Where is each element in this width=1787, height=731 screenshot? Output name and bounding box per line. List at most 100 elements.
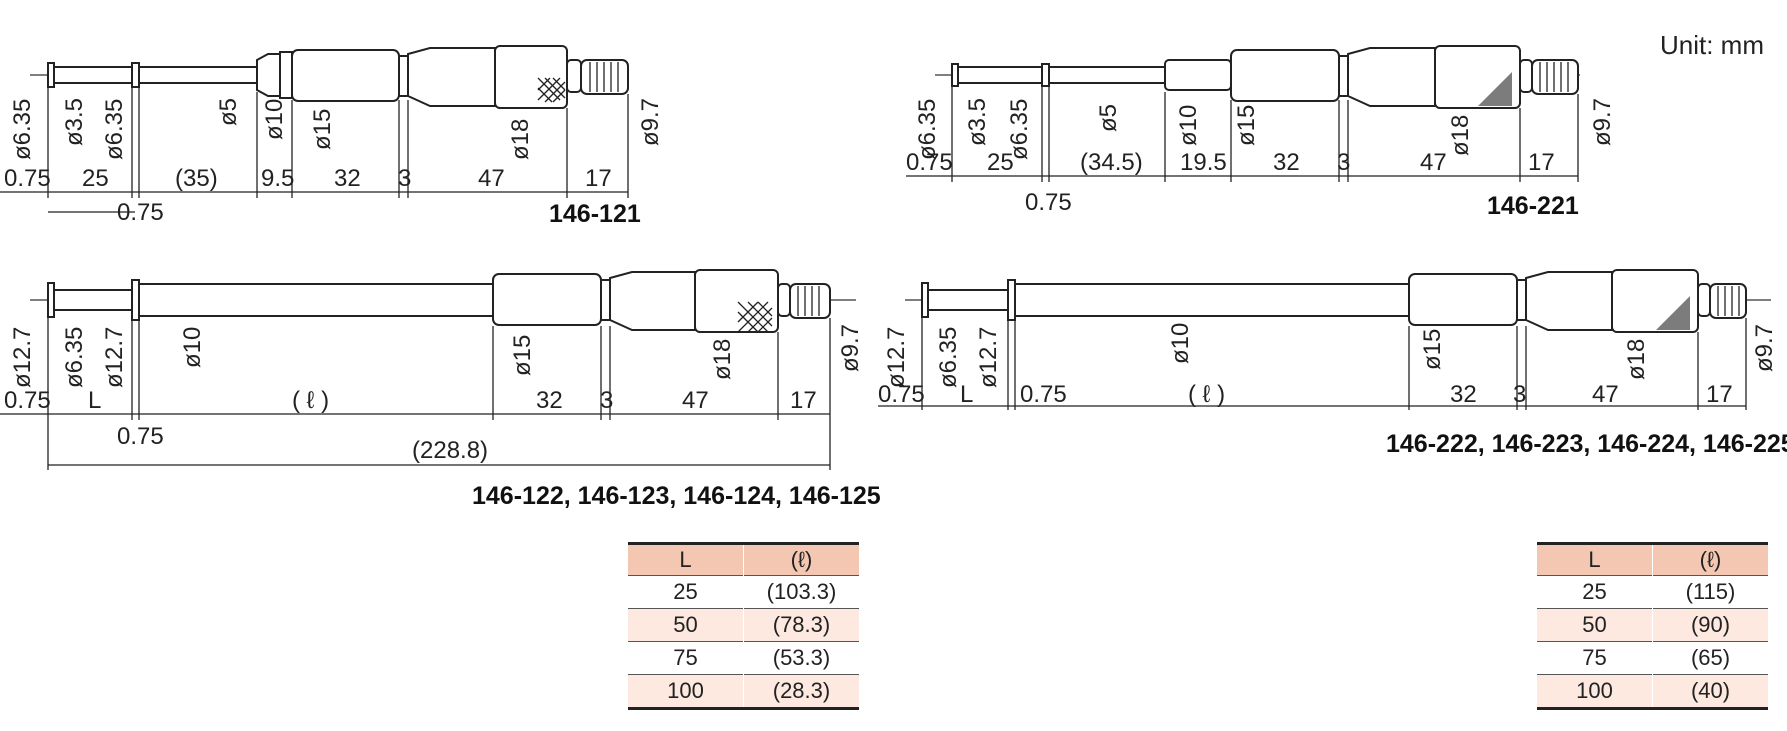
- dim-d-5: ø15: [1233, 105, 1260, 146]
- unit-label: Unit: mm: [1660, 30, 1764, 60]
- dim-d-0: ø6.35: [9, 99, 36, 160]
- dim-lower-0: 0.75: [117, 423, 164, 450]
- dim-l-3: 19.5: [1180, 149, 1227, 176]
- dim-l-4: 32: [1273, 149, 1300, 176]
- drawing-146-221: ø6.35 ø3.5 ø6.35 ø5 ø10 ø15 ø18 ø9.7 0.7…: [906, 45, 1616, 220]
- dim-lower-0: 0.75: [117, 199, 164, 226]
- table-header-l: L: [628, 542, 744, 576]
- dim-l-4: 32: [1450, 381, 1477, 408]
- dim-l-7: 17: [1706, 381, 1733, 408]
- dim-d-2: ø6.35: [1006, 99, 1033, 160]
- table-header-ell: (ℓ): [1652, 542, 1768, 576]
- table-header-l: L: [1537, 542, 1653, 576]
- dim-d-0: ø6.35: [914, 99, 941, 160]
- table-cell: 100: [1537, 674, 1653, 710]
- dim-d-0: ø12.7: [9, 327, 36, 388]
- table-cell: (40): [1652, 674, 1768, 710]
- dim-d-1: ø3.5: [964, 98, 991, 146]
- table-row: 50 (90): [1537, 608, 1768, 642]
- dim-l-1: L: [960, 381, 973, 408]
- dim-l-6: 47: [1420, 149, 1447, 176]
- dim-d-6: ø18: [1447, 115, 1474, 156]
- dim-l-3: ( ℓ ): [1188, 381, 1225, 408]
- dim-d-4: ø15: [509, 335, 536, 376]
- table-row: 50 (78.3): [628, 608, 859, 642]
- table-row: 100 (28.3): [628, 674, 859, 710]
- dim-l-0: 0.75: [4, 165, 51, 192]
- table-cell: (65): [1652, 641, 1768, 675]
- dim-d-6: ø9.7: [837, 324, 864, 372]
- dim-l-3: 32: [536, 387, 563, 414]
- table-row: 25 (103.3): [628, 575, 859, 609]
- drawing-146-222-225: ø12.7 ø6.35 ø12.7 ø10 ø15 ø18 ø9.7 0.75 …: [878, 269, 1787, 458]
- table-cell: (90): [1652, 608, 1768, 642]
- table-cell: 50: [1537, 608, 1653, 642]
- dim-d-4: ø10: [1175, 105, 1202, 146]
- table-cell: (115): [1652, 575, 1768, 609]
- dim-l-1: L: [88, 387, 101, 414]
- model-label: 146-221: [1487, 192, 1579, 220]
- dim-lower-0: 0.75: [1025, 189, 1072, 216]
- dim-d-4: ø10: [261, 99, 288, 140]
- dim-l-3: 9.5: [261, 165, 294, 192]
- length-table-1: L (ℓ) 25 (103.3) 50 (78.3) 75 (53.3) 100…: [628, 542, 859, 710]
- table-row: 75 (65): [1537, 641, 1768, 675]
- dim-l-2: ( ℓ ): [292, 387, 329, 414]
- dim-l-5: 3: [1337, 149, 1350, 176]
- dim-d-5: ø18: [1623, 339, 1650, 380]
- dim-l-2: 0.75: [1020, 381, 1067, 408]
- dim-l-7: 17: [1528, 149, 1555, 176]
- dim-l-0: 0.75: [878, 381, 925, 408]
- table-header-ell: (ℓ): [743, 542, 859, 576]
- dim-l-0: 0.75: [906, 149, 953, 176]
- dim-d-3: ø10: [179, 327, 206, 368]
- dim-d-2: ø6.35: [101, 99, 128, 160]
- dim-d-1: ø6.35: [61, 327, 88, 388]
- dim-l-6: 47: [1592, 381, 1619, 408]
- table-cell: 25: [628, 575, 744, 609]
- dim-d-6: ø18: [507, 119, 534, 160]
- dim-l-1: 25: [987, 149, 1014, 176]
- dim-l-4: 3: [600, 387, 613, 414]
- dim-l-0: 0.75: [4, 387, 51, 414]
- dim-l-5: 47: [682, 387, 709, 414]
- table-cell: 25: [1537, 575, 1653, 609]
- model-label: 146-122, 146-123, 146-124, 146-125: [472, 482, 881, 510]
- dim-d-0: ø12.7: [883, 327, 910, 388]
- length-table-2: L (ℓ) 25 (115) 50 (90) 75 (65) 100 (40): [1537, 542, 1768, 710]
- dim-l-1: 25: [82, 165, 109, 192]
- dim-d-5: ø15: [309, 109, 336, 150]
- dim-d-1: ø3.5: [61, 98, 88, 146]
- dim-d-7: ø9.7: [1589, 98, 1616, 146]
- table-cell: (53.3): [743, 641, 859, 675]
- table-cell: (103.3): [743, 575, 859, 609]
- model-label: 146-121: [549, 200, 641, 228]
- table-cell: 75: [628, 641, 744, 675]
- table-row: 75 (53.3): [628, 641, 859, 675]
- drawing-146-122-125: ø12.7 ø6.35 ø12.7 ø10 ø15 ø18 ø9.7 0.75 …: [0, 269, 881, 510]
- dim-d-2: ø12.7: [975, 327, 1002, 388]
- table-cell: 50: [628, 608, 744, 642]
- dim-l-6: 47: [478, 165, 505, 192]
- drawing-146-121: ø6.35 ø3.5 ø6.35 ø5 ø10 ø15 ø18 ø9.7 0.7…: [0, 45, 664, 228]
- dim-d-3: ø5: [1095, 104, 1122, 132]
- table-cell: (78.3): [743, 608, 859, 642]
- dim-d-4: ø15: [1419, 329, 1446, 370]
- dim-d-1: ø6.35: [935, 327, 962, 388]
- dim-d-5: ø18: [709, 339, 736, 380]
- table-cell: (28.3): [743, 674, 859, 710]
- dim-d-3: ø10: [1167, 323, 1194, 364]
- table-cell: 100: [628, 674, 744, 710]
- table-row: 100 (40): [1537, 674, 1768, 710]
- dim-l-5: 3: [398, 165, 411, 192]
- dim-lower-1: (228.8): [412, 437, 488, 464]
- dim-l-6: 17: [790, 387, 817, 414]
- dim-d-2: ø12.7: [101, 327, 128, 388]
- model-label: 146-222, 146-223, 146-224, 146-225: [1386, 430, 1787, 458]
- dim-l-4: 32: [334, 165, 361, 192]
- dim-d-7: ø9.7: [637, 98, 664, 146]
- dim-d-3: ø5: [215, 98, 242, 126]
- dim-l-5: 3: [1513, 381, 1526, 408]
- table-cell: 75: [1537, 641, 1653, 675]
